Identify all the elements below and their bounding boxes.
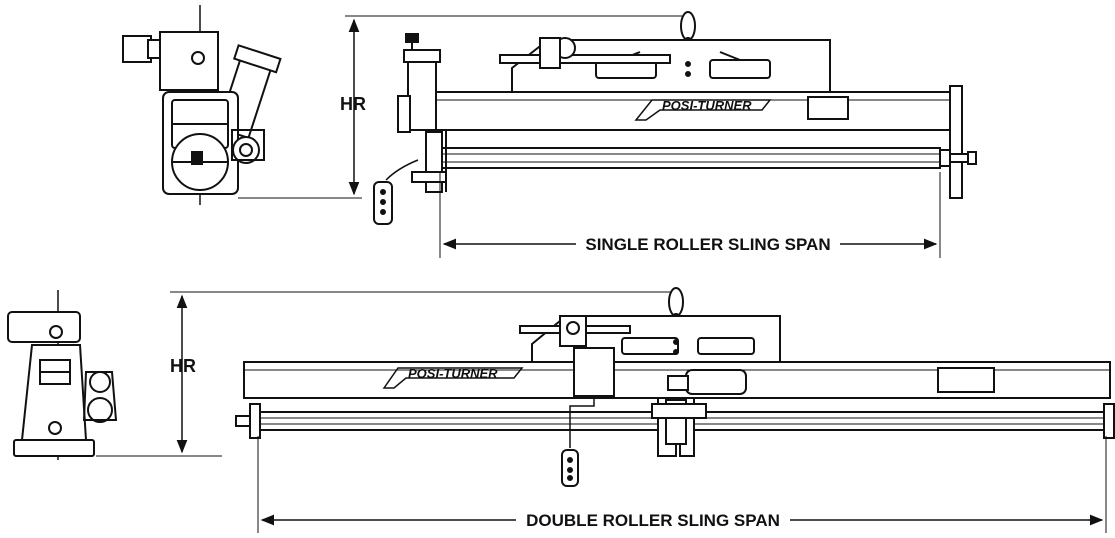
single-span-label: SINGLE ROLLER SLING SPAN [585, 235, 830, 254]
hr-label-bottom: HR [170, 356, 196, 376]
logo-top: POSI-TURNER [634, 98, 772, 121]
double-span-label: DOUBLE ROLLER SLING SPAN [526, 511, 780, 530]
double-roller-side-view [7, 290, 222, 460]
single-roller-span-dimension: SINGLE ROLLER SLING SPAN [439, 172, 941, 258]
single-roller-front-view [373, 11, 977, 225]
hr-dimension-top: HR [340, 15, 690, 196]
hr-label-top: HR [340, 94, 366, 114]
double-roller-front-view [235, 287, 1115, 487]
single-roller-side-view [122, 5, 362, 205]
double-roller-span-dimension: DOUBLE ROLLER SLING SPAN [257, 436, 1107, 533]
logo-text-bottom: POSI-TURNER [408, 366, 498, 381]
hr-dimension-bottom: HR [170, 291, 676, 454]
logo-bottom: POSI-TURNER [382, 366, 524, 389]
logo-text-top: POSI-TURNER [662, 98, 752, 113]
